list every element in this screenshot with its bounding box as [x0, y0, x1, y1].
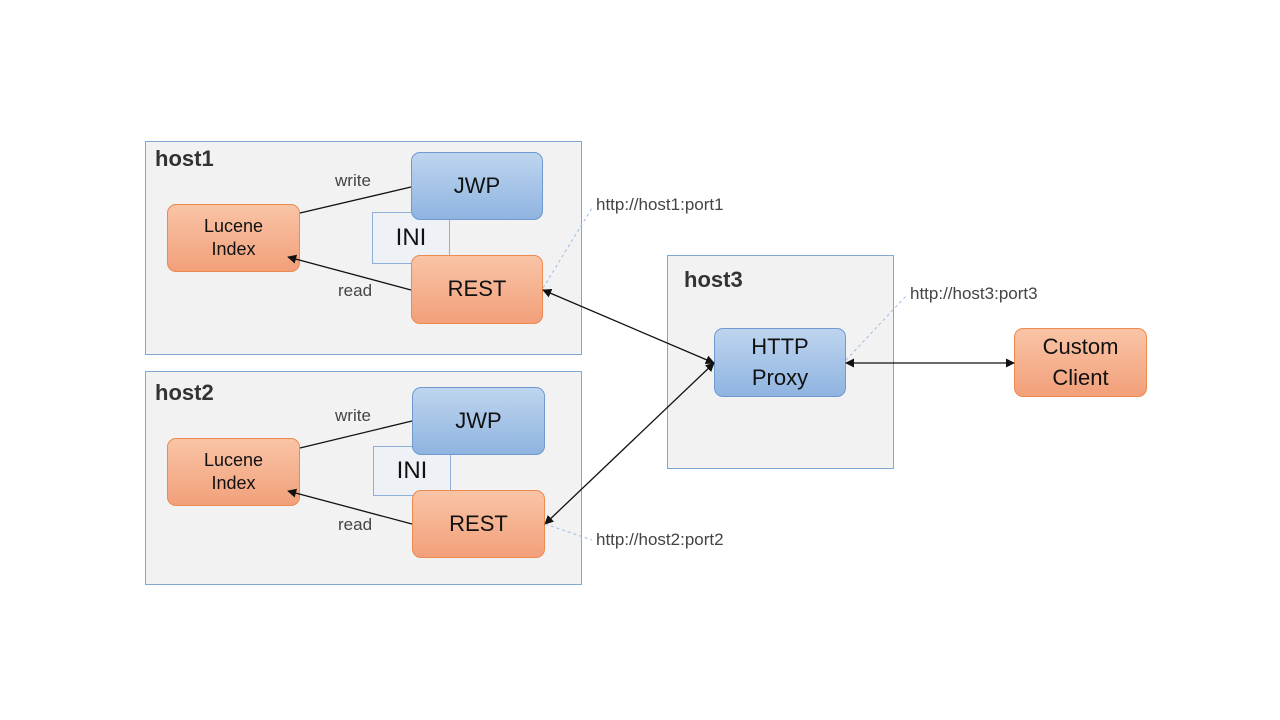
http-proxy: HTTP Proxy	[714, 328, 846, 397]
host2-write-line	[299, 420, 413, 449]
host1-rest: REST	[411, 255, 543, 324]
host3-title: host3	[684, 267, 743, 292]
host1-jwp-label: JWP	[453, 172, 501, 198]
host2-title: host2	[155, 380, 214, 405]
host2-rest: REST	[412, 490, 545, 558]
host3-url: http://host3:port3	[910, 284, 1038, 303]
host1-lucene-index: Lucene Index	[167, 204, 300, 272]
host2-read-arrow	[287, 488, 413, 525]
host2-jwp-label: JWP	[455, 407, 502, 433]
host2-ini-label: INI	[396, 457, 428, 484]
host1-write-line	[299, 186, 412, 214]
host2-write-label: write	[335, 406, 371, 425]
host2-rest-label: REST	[449, 510, 508, 536]
host1-url-callout	[542, 207, 593, 289]
host1-url: http://host1:port1	[596, 195, 724, 214]
host2-url-callout	[544, 523, 593, 541]
host1-write-label: write	[335, 171, 371, 190]
host1-title: host1	[155, 146, 214, 171]
host1-jwp: JWP	[411, 152, 543, 220]
host1-lucene-label: Lucene Index	[203, 215, 264, 259]
host2-lucene-index: Lucene Index	[167, 438, 300, 506]
http-proxy-label: HTTP Proxy	[751, 333, 809, 390]
host1-rest-label: REST	[447, 276, 507, 302]
custom-client-label: Custom Client	[1042, 333, 1119, 390]
host1-read-arrow	[287, 254, 412, 291]
host3-url-callout	[845, 295, 907, 361]
host1-ini-label: INI	[395, 224, 427, 251]
host1-read-label: read	[338, 281, 373, 300]
host2-read-label: read	[338, 515, 373, 534]
host2-lucene-label: Lucene Index	[203, 449, 264, 493]
host2-rest-proxy-arrow	[544, 362, 715, 525]
host1-rest-proxy-arrow	[542, 289, 715, 364]
custom-client: Custom Client	[1014, 328, 1147, 397]
host2-url: http://host2:port2	[596, 530, 724, 549]
